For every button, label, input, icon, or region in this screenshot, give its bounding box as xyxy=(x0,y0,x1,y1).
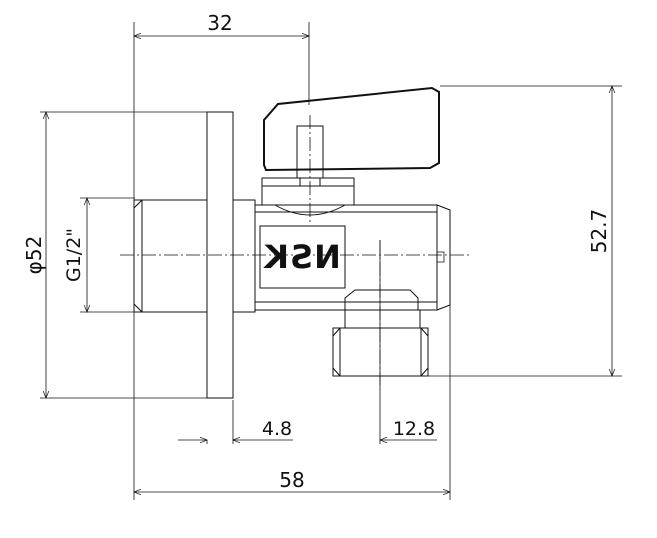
dimension-lines xyxy=(42,32,616,496)
dim-thread: G1/2" xyxy=(63,228,85,282)
dim-top-width: 32 xyxy=(207,11,232,35)
collar xyxy=(232,199,256,313)
dim-overall-length: 58 xyxy=(279,468,304,492)
dim-overall-height: 52.7 xyxy=(587,209,611,254)
valve-handle xyxy=(261,86,440,216)
brand-mark: NSK xyxy=(263,238,341,276)
inlet-thread xyxy=(133,199,208,313)
dim-outlet-offset: 12.8 xyxy=(393,418,435,440)
center-lines xyxy=(120,115,470,385)
dim-flange-thickness: 4.8 xyxy=(262,418,292,440)
dim-flange-diameter: φ52 xyxy=(22,236,46,275)
outlet-connection xyxy=(332,289,429,377)
